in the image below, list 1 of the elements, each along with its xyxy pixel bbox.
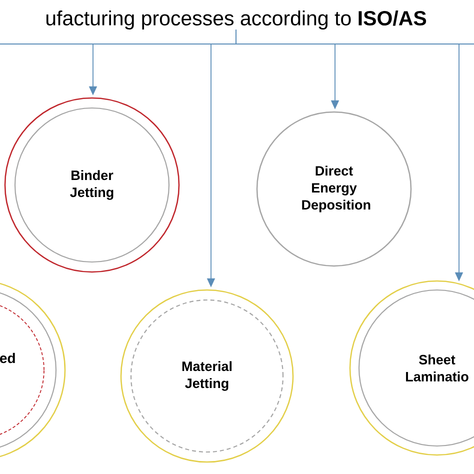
title: ufacturing processes according to ISO/AS [46,10,426,30]
